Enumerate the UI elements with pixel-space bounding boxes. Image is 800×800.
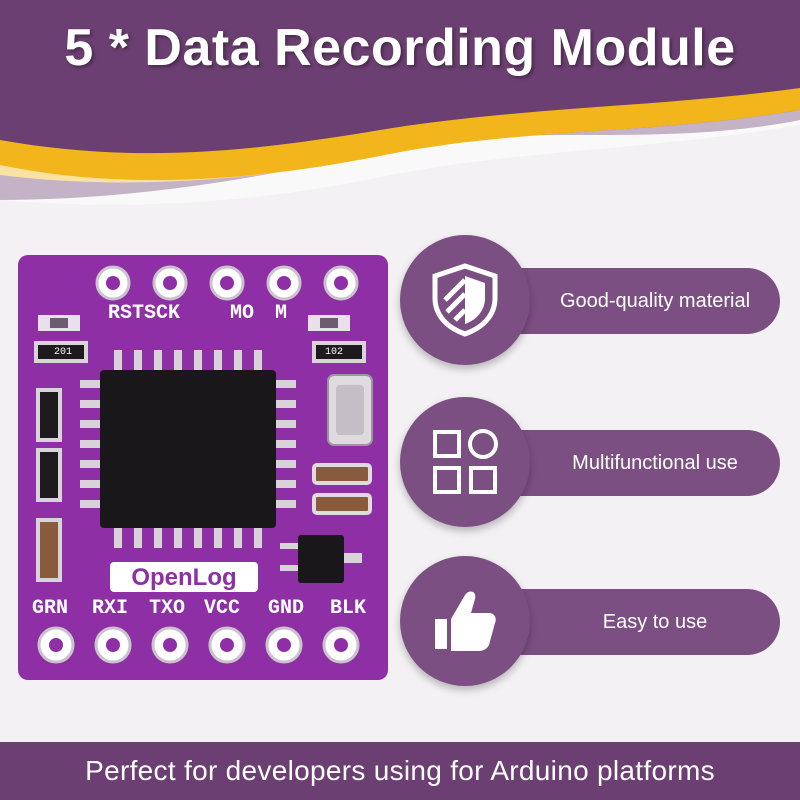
board-top-pin-label-2: MO [230, 302, 255, 325]
page-title: 5 * Data Recording Module [64, 19, 736, 77]
feature-circle [400, 235, 530, 365]
board-openlog-label: OpenLog [131, 564, 237, 591]
board-bottom-pin-label-rxi: RXI [92, 597, 129, 620]
shield-icon [432, 263, 498, 337]
board-bottom-pin-label-vcc: VCC [204, 597, 241, 620]
footer-banner: Perfect for developers using for Arduino… [0, 742, 800, 800]
feature-label: Easy to use [602, 611, 708, 633]
grid-shapes-icon [433, 429, 498, 494]
board-resistor-label-2: 102 [325, 347, 344, 358]
board-top-pin-label-3: M [275, 302, 288, 325]
board-bottom-pin-label-gnd: GND [268, 597, 305, 620]
feature-circle [400, 397, 530, 527]
thumbs-up-icon [435, 591, 496, 651]
feature-good-quality: Good-quality material [400, 235, 780, 365]
board-bottom-pin-label-txo: TXO [149, 597, 186, 620]
board-top-pin-label-1: RSTSCK [108, 302, 181, 325]
feature-circle [400, 556, 530, 686]
board-resistor-label-1: 201 [54, 347, 73, 358]
feature-multifunctional: Multifunctional use [400, 397, 780, 527]
feature-label: Multifunctional use [572, 452, 738, 474]
footer-text: Perfect for developers using for Arduino… [85, 755, 715, 786]
board-bottom-pin-label-blk: BLK [330, 597, 367, 620]
feature-label: Good-quality material [559, 290, 751, 312]
openlog-board-image [18, 255, 388, 680]
board-bottom-pin-label-grn: GRN [32, 597, 69, 620]
feature-easy-to-use: Easy to use [400, 556, 780, 686]
